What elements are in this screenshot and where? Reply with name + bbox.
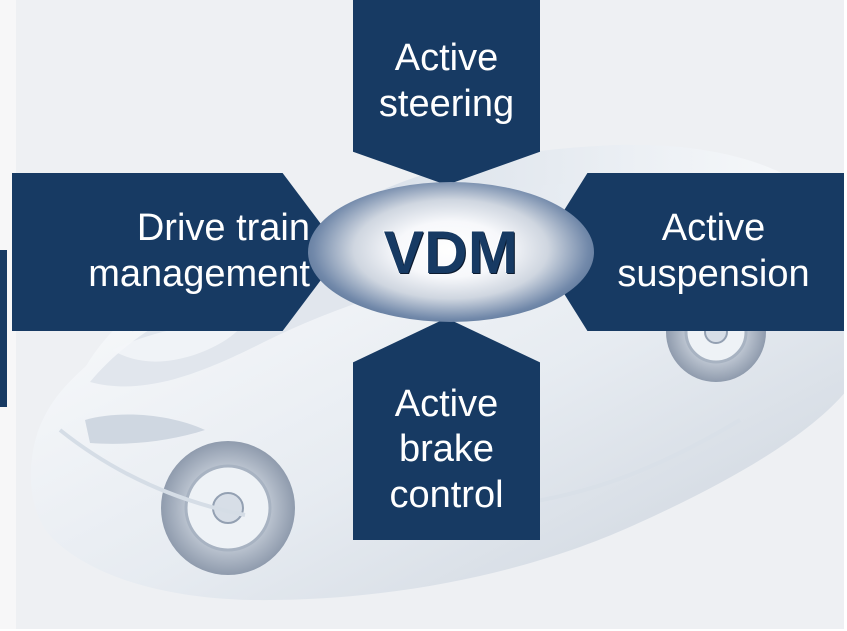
left-margin — [0, 0, 16, 631]
right-arrow-label: Active suspension — [617, 207, 810, 295]
left-arrow-label: Drive train management — [88, 207, 310, 295]
bottom-arrow-label: Active brake control — [389, 382, 504, 516]
top-arrow-active-steering: Active steering — [353, 0, 540, 185]
left-edge-bar — [0, 250, 7, 407]
bottom-arrow-active-brake-control: Active brake control — [353, 318, 540, 540]
right-arrow-active-suspension: Active suspension — [538, 173, 847, 331]
top-arrow-label: Active steering — [378, 36, 515, 125]
left-arrow-drive-train-management: Drive train management — [12, 173, 342, 331]
center-vdm-node: VDM — [308, 182, 594, 322]
center-vdm-label: VDM — [383, 218, 519, 286]
